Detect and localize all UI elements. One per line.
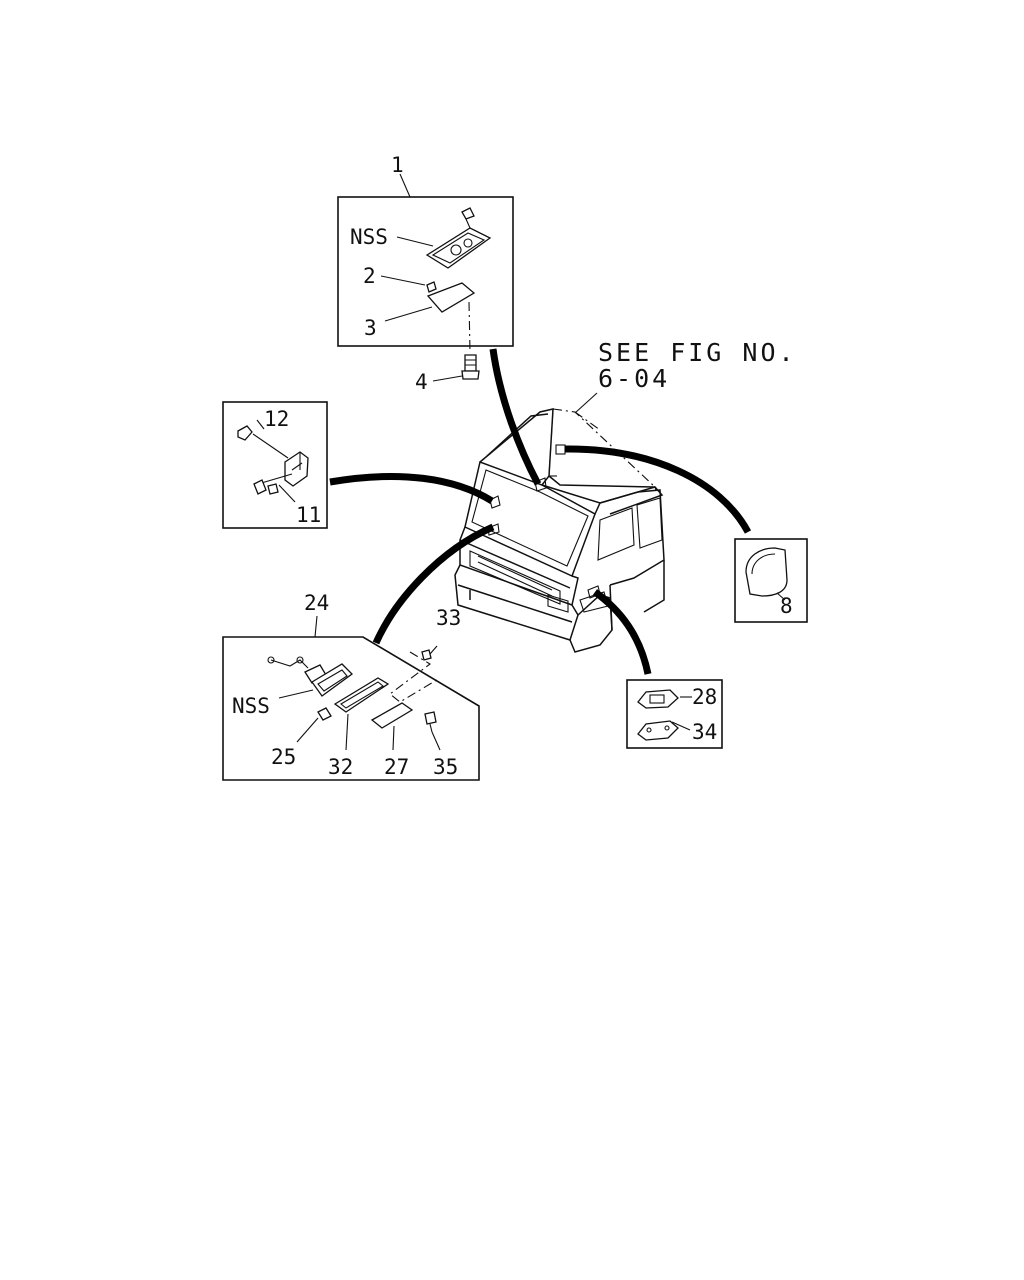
leader-to-box28 <box>592 589 652 675</box>
callout-35: 35 <box>433 755 458 779</box>
callout-box-24 <box>222 615 480 781</box>
callout-27: 27 <box>384 755 409 779</box>
callout-28: 28 <box>692 685 717 709</box>
leader-to-box24 <box>372 523 495 645</box>
callout-4: 4 <box>415 370 428 394</box>
callout-nss-side: NSS <box>232 694 270 718</box>
callout-2: 2 <box>363 264 376 288</box>
see-fig-line-2: 6-04 <box>598 364 670 393</box>
callout-3: 3 <box>364 316 377 340</box>
leader-to-box1 <box>489 348 542 486</box>
callout-32: 32 <box>328 755 353 779</box>
callout-1: 1 <box>391 153 404 177</box>
truck-cab-illustration <box>454 408 665 653</box>
callout-34: 34 <box>692 720 717 744</box>
callout-24: 24 <box>304 591 329 615</box>
callout-box-28 <box>626 679 723 749</box>
see-fig-leader <box>574 392 598 414</box>
callout-33: 33 <box>436 606 461 630</box>
screw-4-icon <box>432 354 480 382</box>
callout-11: 11 <box>296 503 321 527</box>
callout-box-8 <box>734 538 808 623</box>
callout-labels: 1 NSS 2 3 4 12 11 SEE FIG NO. 6-04 8 24 … <box>232 153 797 779</box>
callout-nss-top: NSS <box>350 225 388 249</box>
callout-12: 12 <box>264 407 289 431</box>
leader-lines <box>329 348 752 675</box>
leader-to-box11 <box>329 472 494 504</box>
callout-8: 8 <box>780 594 793 618</box>
see-fig-line-1: SEE FIG NO. <box>598 338 797 367</box>
callout-box-1 <box>337 173 514 353</box>
callout-box-11 <box>222 401 328 529</box>
callout-25: 25 <box>271 745 296 769</box>
leader-to-box8 <box>564 445 752 534</box>
